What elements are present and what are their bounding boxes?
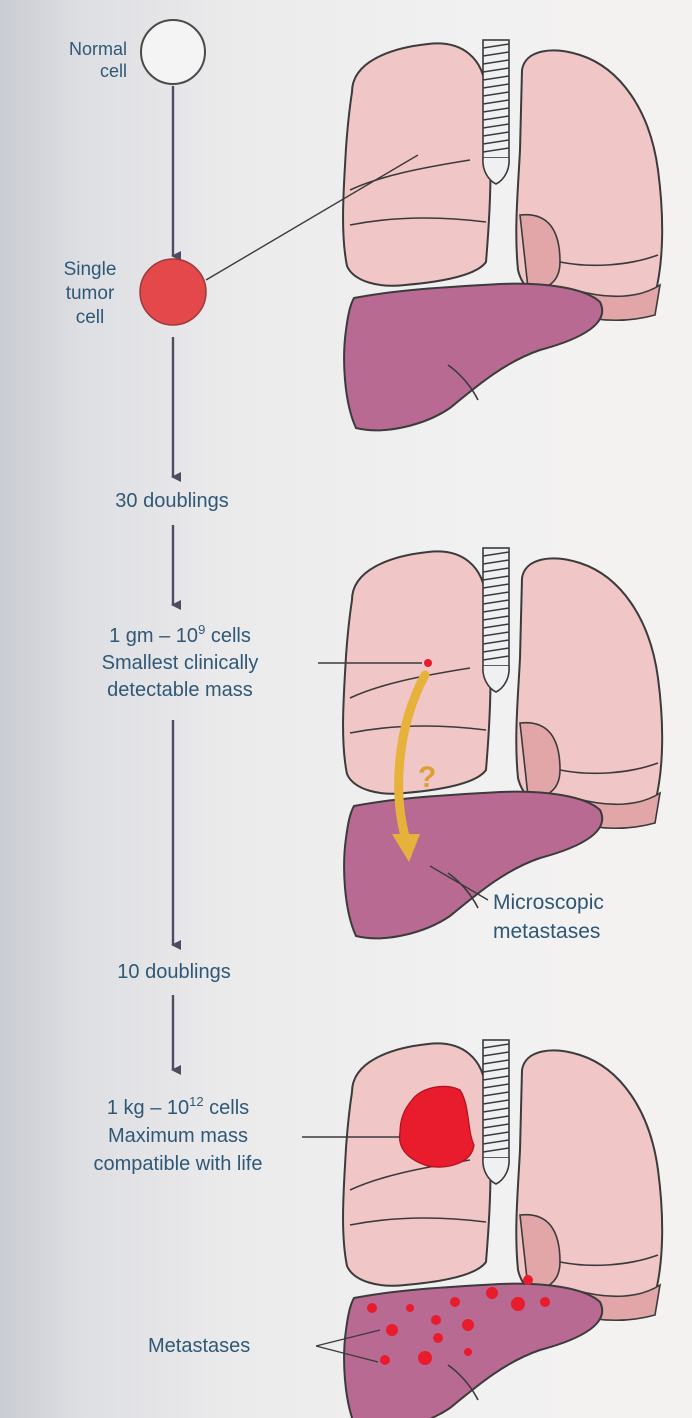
question-mark-label: ? [418, 762, 436, 794]
tumor-cell-icon [140, 259, 206, 325]
stage-1kg-label: 1 kg – 1012 cells Maximum mass compatibl… [94, 1094, 263, 1178]
lungs-liver-illustration [343, 40, 662, 430]
doublings-30-label: 30 doublings [115, 489, 228, 513]
doublings-10-label: 10 doublings [117, 960, 230, 984]
normal-cell-icon [141, 20, 205, 84]
metastases-label: Metastases [148, 1334, 250, 1358]
small-tumor-dot [424, 659, 432, 667]
lungs-liver-illustration [343, 1040, 662, 1418]
stage-1gm-label: 1 gm – 109 cells Smallest clinically det… [102, 623, 259, 704]
lungs-liver-illustration [343, 548, 662, 938]
